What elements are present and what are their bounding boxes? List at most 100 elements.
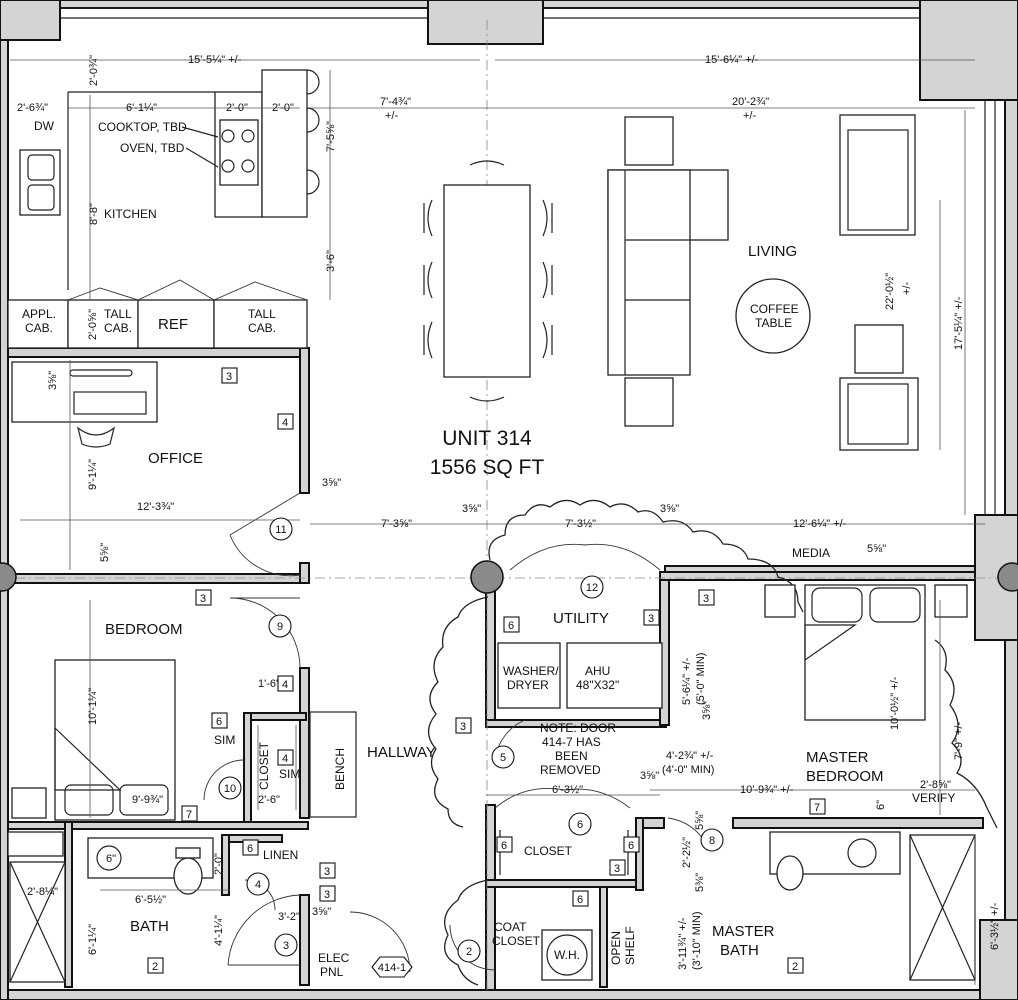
living-furniture: COFFEE TABLE LIVING bbox=[607, 114, 919, 451]
tag-circle: 3 bbox=[283, 940, 289, 952]
tag-box: 4 bbox=[282, 679, 288, 691]
office-area: OFFICE bbox=[11, 361, 301, 577]
utility-label: UTILITY bbox=[553, 610, 609, 627]
dimension-lines bbox=[10, 59, 985, 985]
tag-circle: 11 bbox=[275, 524, 286, 536]
dim-island: 7'-5⅝" bbox=[325, 121, 337, 152]
dim-closet-w2: 6'-3½" bbox=[552, 784, 583, 796]
sim-label-2: SIM bbox=[279, 767, 300, 781]
dim-living-h: 22'-0½" bbox=[884, 273, 896, 310]
office-label: OFFICE bbox=[148, 450, 203, 467]
master-bath-area: MASTER BATH bbox=[712, 831, 976, 981]
dim-linen-wall: 3⅝" bbox=[312, 906, 331, 918]
dim-din-pm: +/- bbox=[385, 110, 398, 122]
unit-name: UNIT 314 bbox=[442, 427, 532, 450]
open-shelf-label-1: OPEN bbox=[609, 931, 623, 965]
coffee-table-label-2: TABLE bbox=[755, 316, 792, 330]
dim-closet-h: 2'-2½" bbox=[681, 837, 693, 868]
tag-box: 3 bbox=[324, 889, 330, 901]
dim-mbath-h: 3'-11¾" +/- bbox=[677, 917, 689, 970]
dim-wall-g: 5⅜" bbox=[694, 873, 706, 892]
kitchen-label: KITCHEN bbox=[104, 207, 157, 221]
tall-cab-a-label-2: CAB. bbox=[104, 321, 132, 335]
note-door-3: BEEN bbox=[555, 749, 588, 763]
tag-box: 3 bbox=[324, 866, 330, 878]
dim-util-w: 7'-3½" bbox=[565, 518, 596, 530]
elec-label-2: PNL bbox=[320, 965, 344, 979]
sim-label-1: SIM bbox=[214, 733, 235, 747]
tag-circles: 11 9 10 4 3 12 5 6 8 2 bbox=[218, 517, 724, 963]
tag-circle: 12 bbox=[586, 582, 598, 594]
hex-tag: 414-1 bbox=[371, 956, 413, 978]
dim-living-w: 20'-2¾" bbox=[732, 96, 769, 108]
coffee-table-label-1: COFFEE bbox=[750, 302, 799, 316]
cooktop-label: COOKTOP, TBD bbox=[98, 120, 187, 134]
dim-wall-a: 3⅝" bbox=[322, 477, 341, 489]
dim-mb-door-min: (4'-0" MIN) bbox=[662, 764, 714, 776]
open-shelf-label-2: SHELF bbox=[623, 926, 637, 965]
verify-label: VERIFY bbox=[912, 791, 955, 805]
dim-kitchen-w: 6'-1¼" bbox=[126, 102, 157, 114]
tag-box: 4 bbox=[282, 417, 288, 429]
oven-label: OVEN, TBD bbox=[120, 141, 185, 155]
coat-closet-label-1: COAT bbox=[494, 920, 527, 934]
interior-walls bbox=[7, 347, 984, 991]
ahu-label-1: AHU bbox=[585, 664, 610, 678]
tall-cab-a-label-1: TALL bbox=[104, 307, 132, 321]
dim-mb-w: 10'-9¾" +/- bbox=[740, 784, 794, 796]
dim-bed-h: 10'-1¼" bbox=[87, 688, 99, 725]
dim-kitchen-h: 8'-8" bbox=[88, 203, 100, 225]
washer-label-2: DRYER bbox=[507, 678, 549, 692]
appl-cab-label-2: CAB. bbox=[25, 321, 53, 335]
dim-bed-wall: 5⅝" bbox=[99, 543, 111, 562]
bedroom-area: BEDROOM bbox=[11, 597, 301, 821]
kitchen-area: KITCHEN COOKTOP, TBD OVEN, TBD APPL. CAB… bbox=[7, 69, 320, 349]
dim-mbath-sh: 6'-3½" +/- bbox=[989, 902, 1001, 950]
dim-right-h: 17'-5¼" +/- bbox=[953, 296, 965, 350]
tag-circle: 8 bbox=[709, 835, 715, 847]
dim-mb-verify: 2'-8⅝" bbox=[920, 779, 951, 791]
dim-sink-dia: 6" bbox=[106, 853, 116, 865]
master-closet-label: CLOSET bbox=[524, 844, 573, 858]
dim-bath-w: 6'-5½" bbox=[135, 894, 166, 906]
grid-lines bbox=[15, 20, 1000, 990]
dim-office-h: 9'-1¼" bbox=[87, 459, 99, 490]
master-bath-label-2: BATH bbox=[720, 942, 759, 959]
tag-circle: 6 bbox=[577, 819, 583, 831]
wh-label: W.H. bbox=[554, 948, 580, 962]
dim-cab-h: 2'-0⅝" bbox=[87, 309, 99, 340]
hallway-label: HALLWAY bbox=[367, 744, 436, 761]
tag-box: 6 bbox=[216, 716, 222, 728]
master-closet-area: CLOSET COAT CLOSET W.H. OPEN SHELF bbox=[449, 788, 637, 981]
tag-box: 4 bbox=[282, 753, 288, 765]
tag-box: 6 bbox=[508, 620, 514, 632]
dim-kitchen-top: 2'-0¾" bbox=[88, 55, 100, 86]
dw-label: DW bbox=[34, 119, 55, 133]
dim-media-wall: 5⅝" bbox=[867, 543, 886, 555]
tag-boxes: 3 4 3 4 6 4 7 6 3 3 6 3 3 3 6 6 3 6 7 bbox=[147, 367, 826, 974]
tag-box: 3 bbox=[614, 863, 620, 875]
hallway-title: HALLWAY UNIT 314 1556 SQ FT bbox=[367, 427, 544, 761]
appl-cab-label-1: APPL. bbox=[22, 307, 56, 321]
tag-box: 2 bbox=[152, 961, 158, 973]
utility-area: UTILITY WASHER/ DRYER AHU 48"X32" NOTE: … bbox=[494, 543, 663, 777]
dim-wall-c: 3⅝" bbox=[660, 503, 679, 515]
washer-label-1: WASHER/ bbox=[503, 664, 559, 678]
dim-gap-b: 2'-0" bbox=[272, 102, 294, 114]
dim-bath-sh: 2'-8¼" bbox=[27, 886, 58, 898]
dim-mb-h: 10'-0½" +/- bbox=[889, 676, 901, 730]
hex-tag-label: 414-1 bbox=[378, 962, 406, 974]
dim-living-h-pm: +/- bbox=[901, 282, 913, 295]
ahu-label-2: 48"X32" bbox=[576, 678, 619, 692]
dimension-text: 15'-5¼" +/- 15'-6¼" +/- 6'-1¼" 2'-0" 2'-… bbox=[17, 54, 1001, 970]
dim-gap-a: 2'-0" bbox=[226, 102, 248, 114]
tag-box: 3 bbox=[200, 593, 206, 605]
dim-office-wall: 3⅝" bbox=[47, 371, 59, 390]
tag-box: 6 bbox=[501, 840, 507, 852]
dining-table bbox=[423, 160, 553, 402]
bench-label: BENCH bbox=[333, 748, 347, 790]
tag-box: 3 bbox=[703, 593, 709, 605]
dim-bath-h: 6'-1¼" bbox=[87, 924, 99, 955]
dim-hall-w: 7'-3⅝" bbox=[381, 518, 412, 530]
